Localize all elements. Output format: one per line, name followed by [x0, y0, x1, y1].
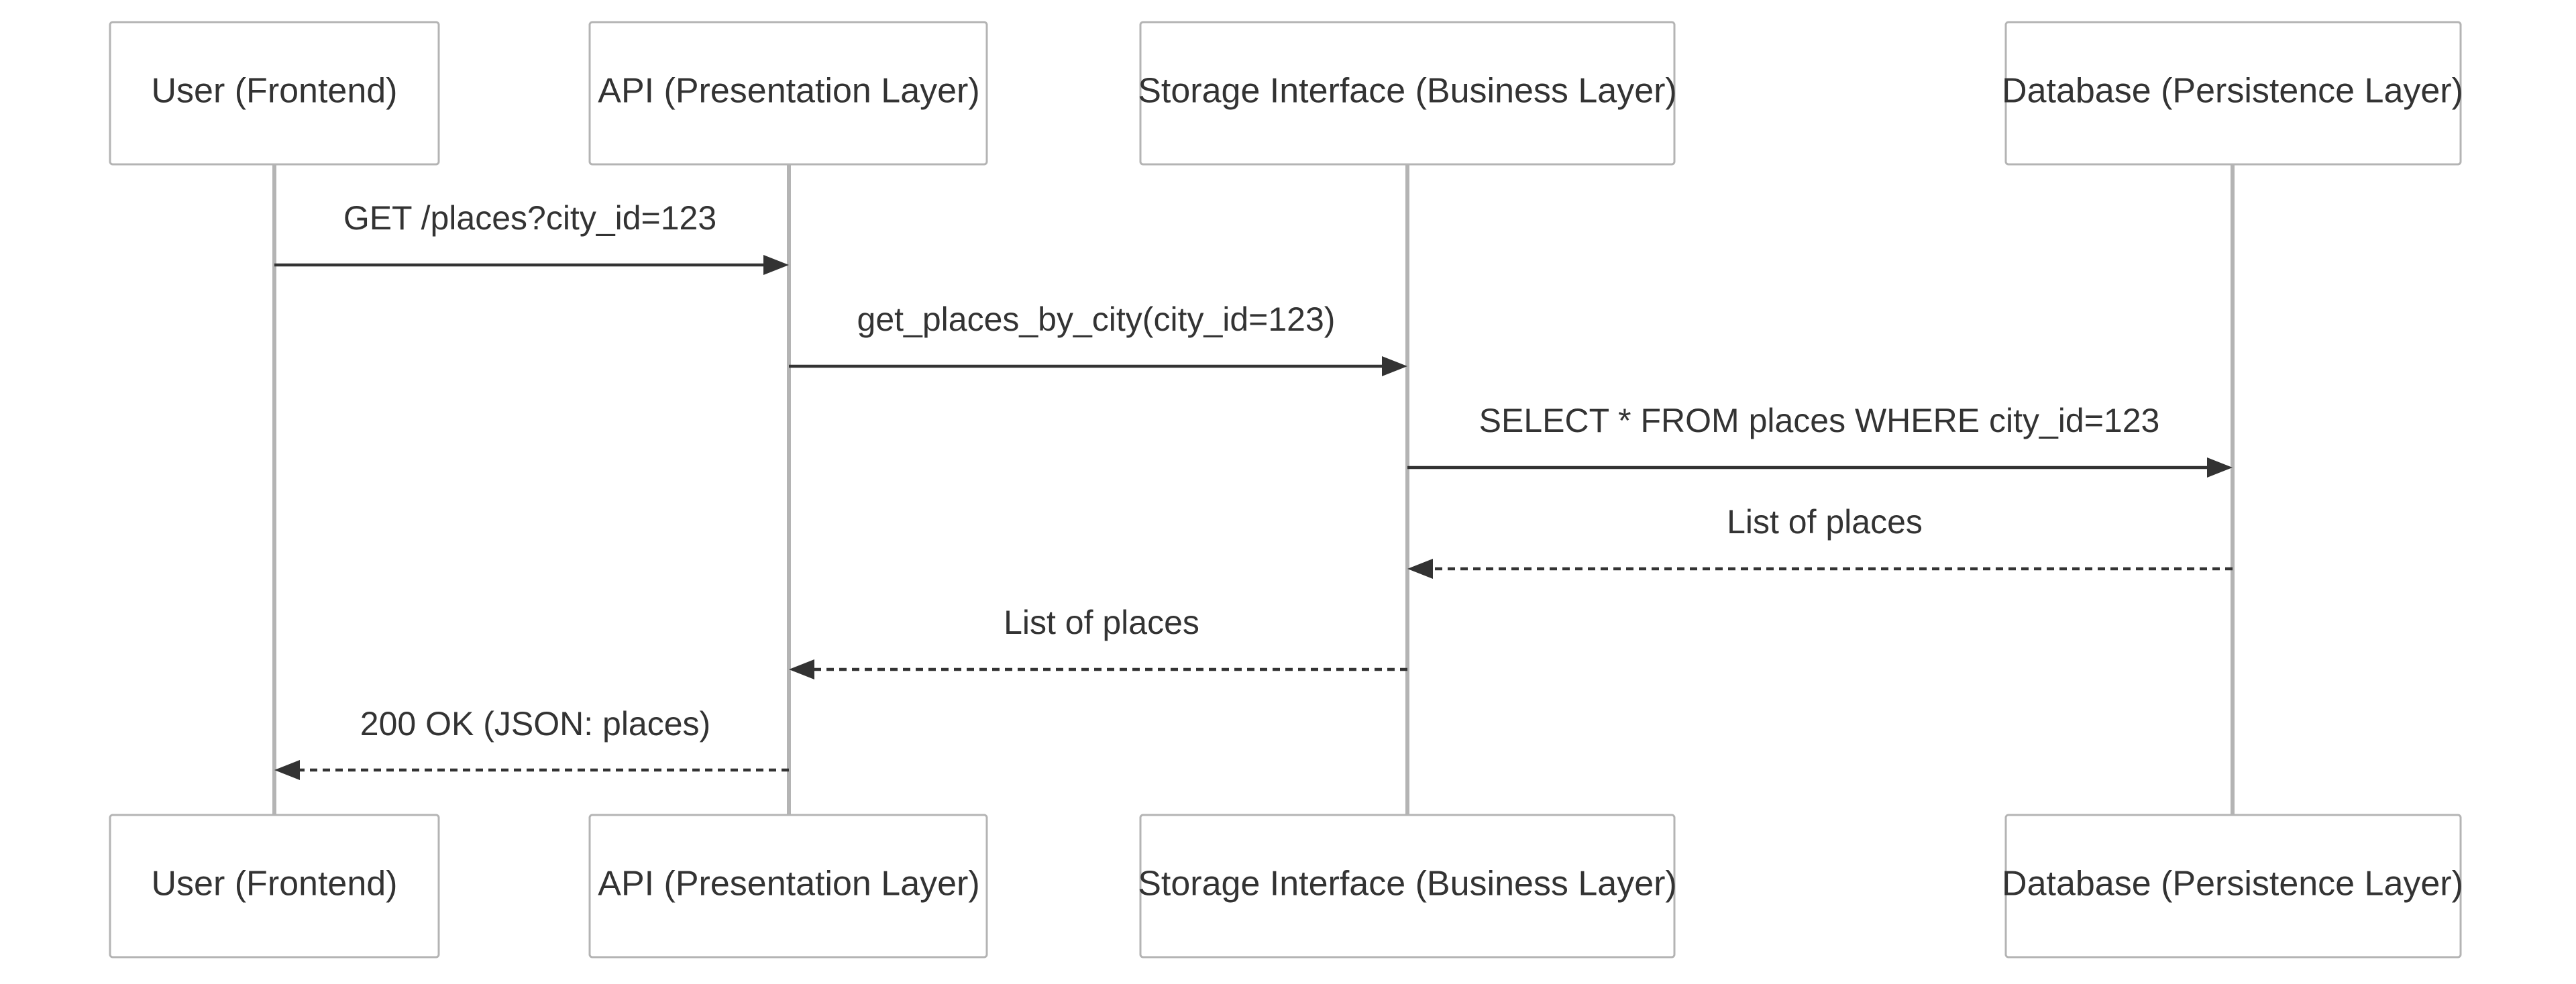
message-label: List of places [1727, 503, 1923, 541]
participant-api-top[interactable]: API (Presentation Layer) [588, 21, 988, 166]
message-select-query: SELECT * FROM places WHERE city_id=123 [1407, 402, 2233, 478]
message-label: List of places [1004, 604, 1199, 641]
participant-user-top[interactable]: User (Frontend) [109, 21, 440, 166]
participant-label: User (Frontend) [152, 865, 398, 904]
participant-db-bottom[interactable]: Database (Persistence Layer) [2002, 814, 2463, 959]
message-label: GET /places?city_id=123 [343, 199, 716, 237]
participant-label: User (Frontend) [152, 72, 398, 111]
lifelines [272, 164, 2235, 815]
message-get-places-by-city: get_places_by_city(city_id=123) [789, 300, 1407, 376]
arrow-left-icon [274, 760, 300, 780]
participant-label: Database (Persistence Layer) [2002, 865, 2463, 904]
participants-bottom: User (Frontend) API (Presentation Layer)… [109, 814, 2463, 959]
participants-top: User (Frontend) API (Presentation Layer)… [109, 21, 2463, 166]
message-list-of-places-db: List of places [1407, 503, 2233, 579]
message-label: SELECT * FROM places WHERE city_id=123 [1479, 402, 2160, 439]
message-get-places: GET /places?city_id=123 [274, 199, 789, 275]
participant-storage-bottom[interactable]: Storage Interface (Business Layer) [1138, 814, 1677, 959]
participant-api-bottom[interactable]: API (Presentation Layer) [588, 814, 988, 959]
message-list-of-places-storage: List of places [789, 604, 1407, 679]
participant-label: Storage Interface (Business Layer) [1138, 72, 1677, 111]
participant-label: Database (Persistence Layer) [2002, 72, 2463, 111]
arrow-right-icon [763, 255, 789, 275]
participant-label: API (Presentation Layer) [598, 865, 979, 904]
arrow-left-icon [789, 659, 814, 679]
message-label: 200 OK (JSON: places) [360, 705, 710, 743]
messages: GET /places?city_id=123 get_places_by_ci… [274, 199, 2233, 780]
participant-label: API (Presentation Layer) [598, 72, 979, 111]
arrow-right-icon [2207, 457, 2233, 478]
arrow-left-icon [1407, 559, 1433, 579]
participant-storage-top[interactable]: Storage Interface (Business Layer) [1138, 21, 1677, 166]
message-200-ok: 200 OK (JSON: places) [274, 705, 789, 780]
participant-user-bottom[interactable]: User (Frontend) [109, 814, 440, 959]
participant-label: Storage Interface (Business Layer) [1138, 865, 1677, 904]
arrow-right-icon [1382, 356, 1407, 376]
participant-db-top[interactable]: Database (Persistence Layer) [2002, 21, 2463, 166]
message-label: get_places_by_city(city_id=123) [857, 300, 1336, 338]
